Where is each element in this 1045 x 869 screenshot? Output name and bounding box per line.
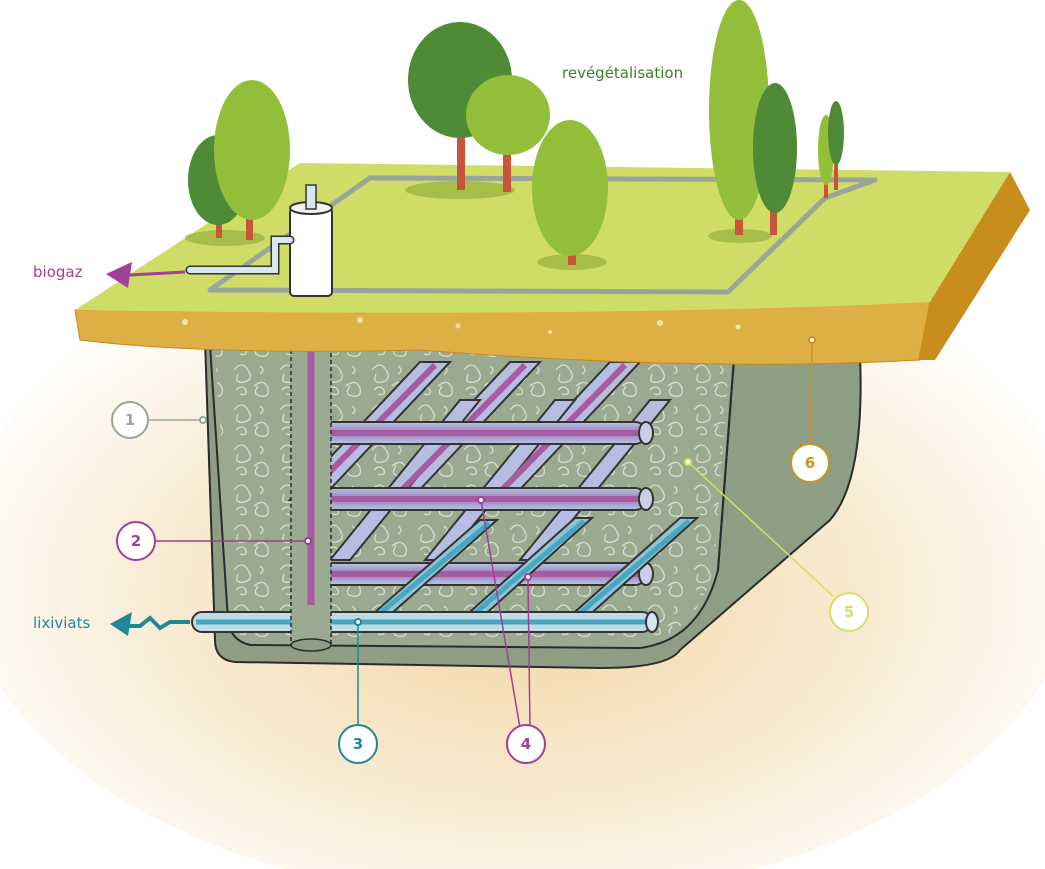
- leachate-arrow-icon: [110, 612, 132, 636]
- svg-text:5: 5: [844, 603, 854, 621]
- perimeter-pipe: [207, 175, 878, 295]
- callout-lines: [148, 339, 834, 729]
- svg-text:6: 6: [805, 454, 815, 472]
- leachate-drains: [354, 517, 700, 629]
- soil-layer: [74, 299, 931, 365]
- svg-text:3: 3: [353, 735, 363, 753]
- callout-anchors: [199, 336, 816, 626]
- wellhead: [106, 184, 333, 297]
- svg-text:2: 2: [131, 532, 141, 550]
- marker-3: 3: [338, 724, 378, 764]
- marker-6: 6: [790, 443, 830, 483]
- svg-text:1: 1: [125, 411, 135, 429]
- marker-5: 5: [829, 592, 869, 632]
- liner-edge: [717, 344, 736, 571]
- soil-side: [918, 172, 1030, 360]
- leachate-outflow: [128, 615, 190, 631]
- marker-1: 1: [111, 401, 149, 439]
- trees: [185, 0, 844, 270]
- gas-well: [290, 294, 332, 652]
- revegetation-label: revégétalisation: [562, 64, 683, 82]
- marker-4: 4: [506, 724, 546, 764]
- biogaz-arrow-icon: [106, 262, 132, 288]
- soil-pebbles: [182, 317, 741, 334]
- svg-text:4: 4: [521, 735, 531, 753]
- horizontal-gas-pipes: [317, 421, 654, 586]
- marker-2: 2: [116, 521, 156, 561]
- biogaz-label: biogaz: [33, 263, 83, 281]
- leachate-label: lixiviats: [33, 614, 90, 632]
